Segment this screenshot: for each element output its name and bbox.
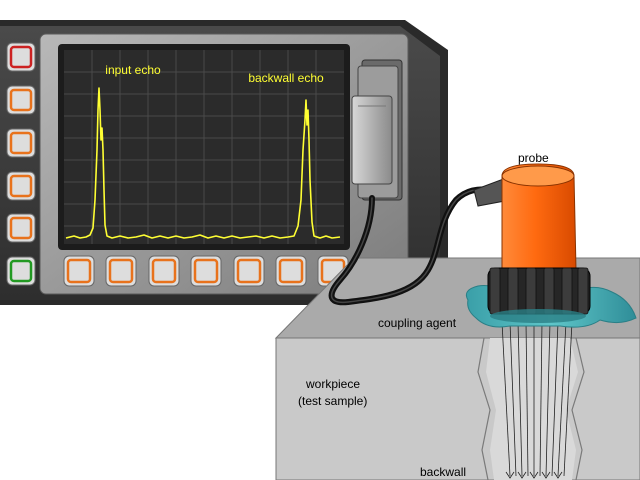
input-echo-label: input echo <box>105 63 161 77</box>
green-button-ring <box>9 259 33 283</box>
orange-button-ring <box>193 258 219 284</box>
probe-label: probe <box>518 151 549 165</box>
cutaway-edge-left <box>477 337 491 480</box>
orange-button-icon[interactable] <box>190 255 222 287</box>
orange-button-ring <box>108 258 134 284</box>
backwall-label: backwall <box>420 465 466 479</box>
orange-button-icon[interactable] <box>148 255 180 287</box>
flaw-detector-device: input echo backwall echo <box>0 20 448 305</box>
orange-button-icon[interactable] <box>6 171 36 201</box>
orange-button-icon[interactable] <box>275 255 307 287</box>
workpiece-front-face <box>275 337 640 480</box>
echo-signal-trace <box>65 87 341 239</box>
orange-button-icon[interactable] <box>6 213 36 243</box>
workpiece-label: workpiece <box>305 377 360 391</box>
cable-connector <box>351 59 403 201</box>
orange-button-ring <box>151 258 177 284</box>
backwall-echo-label: backwall echo <box>248 71 324 85</box>
side-buttons <box>6 42 36 286</box>
orange-button-ring <box>9 131 33 155</box>
cutaway-edge-right <box>571 337 585 480</box>
probe-top <box>501 165 575 187</box>
orange-button-ring <box>278 258 304 284</box>
orange-button-icon[interactable] <box>6 85 36 115</box>
orange-button-ring <box>9 88 33 112</box>
ultrasound-beam <box>501 321 573 479</box>
orange-button-ring <box>9 174 33 198</box>
bottom-buttons <box>63 255 349 287</box>
workpiece-cutaway <box>486 338 578 480</box>
ultrasonic-probe <box>473 163 591 323</box>
orange-button-icon[interactable] <box>105 255 137 287</box>
orange-button-icon[interactable] <box>233 255 265 287</box>
workpiece-sublabel: (test sample) <box>298 394 367 408</box>
red-button-ring <box>9 45 33 69</box>
orange-button-ring <box>66 258 92 284</box>
orange-button-ring <box>9 216 33 240</box>
screen-grid <box>64 50 344 244</box>
coupling-agent-label: coupling agent <box>378 316 457 330</box>
green-button-icon[interactable] <box>6 256 36 286</box>
orange-button-icon[interactable] <box>6 128 36 158</box>
orange-button-icon[interactable] <box>63 255 95 287</box>
orange-button-ring <box>236 258 262 284</box>
red-button-icon[interactable] <box>6 42 36 72</box>
connector-plug-icon <box>351 95 393 185</box>
probe-ring-collar <box>487 267 591 315</box>
